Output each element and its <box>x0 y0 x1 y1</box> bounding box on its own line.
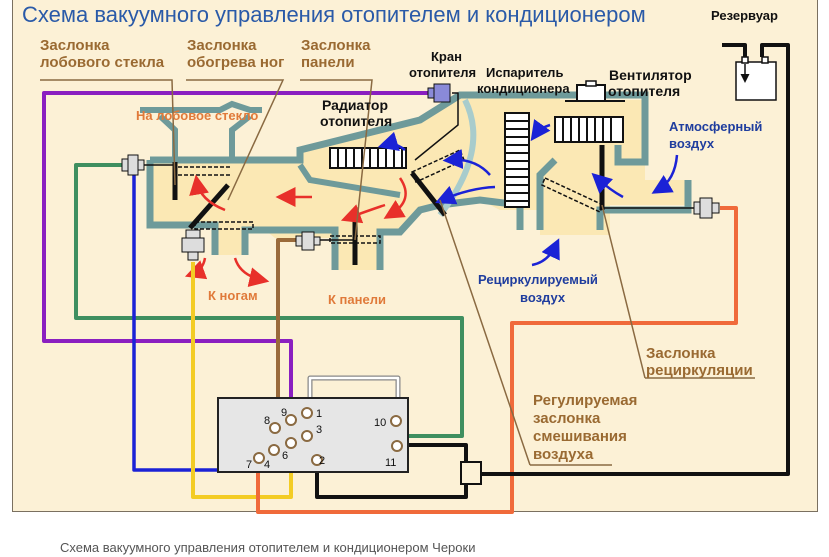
actuator-panel <box>295 231 321 251</box>
blend-door <box>410 171 447 217</box>
hose-black-2 <box>402 443 468 465</box>
actuator-recirc <box>693 197 720 219</box>
label-floor-door-2: обогрева ног <box>187 54 284 71</box>
actuator-floor <box>181 229 205 261</box>
label-panel-door-2: панели <box>301 54 355 71</box>
hose-orange <box>256 206 738 514</box>
labels: Заслонка лобового стекла Заслонка обогре… <box>40 8 778 463</box>
vacuum-switch: 1 2 3 4 6 7 8 9 10 11 <box>217 397 409 473</box>
actuator-heater-valve <box>427 83 451 103</box>
label-blend-door-3: смешивания <box>533 428 627 445</box>
pin-2 <box>311 454 323 466</box>
pin-label-6: 6 <box>282 450 288 462</box>
pin-label-1: 1 <box>316 408 322 420</box>
pin-11 <box>391 440 403 452</box>
figure-caption: Схема вакуумного управления отопителем и… <box>60 540 476 555</box>
label-heater-core-1: Радиатор <box>322 97 388 113</box>
pin-label-7: 7 <box>246 459 252 471</box>
airflow-arrows <box>184 119 679 287</box>
label-blower-2: отопителя <box>608 83 680 99</box>
label-recirc-air-2: воздух <box>520 290 566 305</box>
label-windshield-door-2: лобового стекла <box>40 54 165 71</box>
label-blend-door-1: Регулируемая <box>533 392 637 409</box>
pin-7 <box>253 452 265 464</box>
label-blend-door-2: заслонка <box>533 410 601 427</box>
label-reservoir: Резервуар <box>711 8 778 23</box>
pin-1 <box>301 407 313 419</box>
label-windshield-door-1: Заслонка <box>40 37 110 54</box>
label-to-panel: К панели <box>328 292 386 307</box>
pin-6 <box>285 437 297 449</box>
evaporator <box>504 112 530 208</box>
pin-9 <box>285 414 297 426</box>
label-recirc-door-2: рециркуляции <box>646 362 753 379</box>
pin-label-10: 10 <box>374 417 386 429</box>
heater-core <box>329 147 407 169</box>
label-evaporator-1: Испаритель <box>486 65 563 80</box>
pin-8 <box>269 422 281 434</box>
leader-lines <box>40 79 755 466</box>
pin-label-2: 2 <box>319 455 325 467</box>
hose-brown <box>276 238 296 428</box>
pin-label-9: 9 <box>281 407 287 419</box>
hose-black-reservoir <box>480 43 790 476</box>
hose-black-1 <box>315 460 468 499</box>
label-evaporator-2: кондиционера <box>477 81 570 96</box>
label-outside-air-1: Атмосферный <box>669 119 762 134</box>
diagram-title: Схема вакуумного управления отопителем и… <box>22 2 646 27</box>
pin-label-3: 3 <box>316 424 322 436</box>
pin-4 <box>268 444 280 456</box>
hose-green <box>74 163 464 438</box>
diagram-frame <box>12 0 818 512</box>
label-recirc-door-1: Заслонка <box>646 345 716 362</box>
pin-label-11: 11 <box>385 457 396 469</box>
label-recirc-air-1: Рециркулируемый <box>478 272 598 287</box>
label-blend-door-4: воздуха <box>533 446 594 463</box>
actuators <box>121 83 720 485</box>
vacuum-hoses <box>42 43 790 514</box>
pin-3 <box>301 430 313 442</box>
label-heater-valve-1: Кран <box>431 49 462 64</box>
actuator-windshield <box>121 154 145 176</box>
pin-label-8: 8 <box>264 415 270 427</box>
pin-10 <box>390 415 402 427</box>
blower-fan <box>554 80 625 143</box>
label-floor-door-1: Заслонка <box>187 37 257 54</box>
check-valve <box>460 461 482 485</box>
label-panel-door-1: Заслонка <box>301 37 371 54</box>
label-blower-1: Вентилятор <box>609 67 692 83</box>
pin-label-4: 4 <box>264 459 270 471</box>
label-to-floor: К ногам <box>208 288 258 303</box>
label-to-windshield: На лобовое стекло <box>136 108 258 123</box>
label-heater-core-2: отопителя <box>320 113 392 129</box>
label-outside-air-2: воздух <box>669 136 715 151</box>
vacuum-reservoir <box>735 56 777 101</box>
floor-door <box>188 183 230 230</box>
label-heater-valve-2: отопителя <box>409 65 476 80</box>
